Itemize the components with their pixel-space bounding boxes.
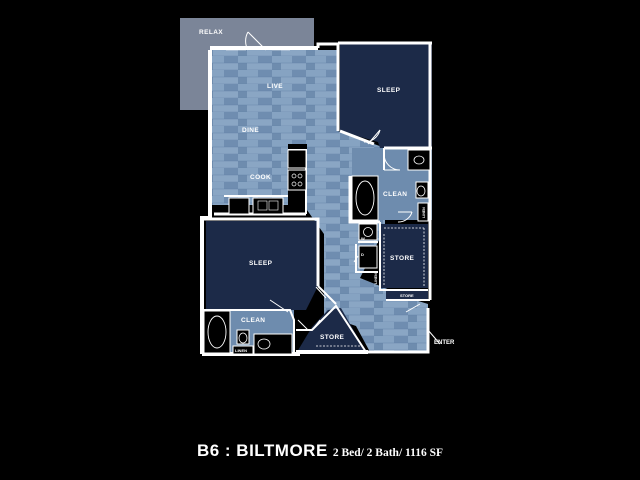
- live-label: LIVE: [267, 83, 283, 90]
- dine-label: DINE: [242, 127, 259, 134]
- clean-second-label: CLEAN: [241, 317, 265, 324]
- main-vanity: [407, 149, 431, 171]
- laundry-fixtures: [358, 223, 378, 269]
- floor-plan: RELAX LIVE DINE COOK SLEEP CLEAN SLEEP C…: [180, 18, 455, 356]
- store-bottom-label: STORE: [320, 334, 345, 341]
- main-bedroom: [340, 44, 432, 148]
- sleep-second-label: SLEEP: [249, 260, 273, 267]
- dishwasher: [228, 197, 250, 215]
- kitchen-fixtures: [228, 149, 307, 215]
- walk-in-closet: [379, 224, 428, 288]
- plan-caption: B6 : BILTMORE 2 Bed/ 2 Bath/ 1116 SF: [0, 441, 640, 461]
- cook-label: COOK: [250, 174, 271, 181]
- main-bath-fixtures: [351, 149, 431, 222]
- main-linen-closet: [417, 202, 429, 222]
- washer: [358, 223, 378, 241]
- clean-main-label: CLEAN: [383, 191, 407, 198]
- living-floor-lower: [212, 144, 288, 205]
- store-closet-label: STORE: [390, 255, 415, 262]
- closet-shelves: [316, 227, 425, 347]
- relax-label: RELAX: [199, 29, 223, 36]
- windows: [200, 41, 410, 290]
- second-linen-closet: [232, 345, 254, 355]
- fridge: [287, 149, 307, 169]
- plan-specs: 2 Bed/ 2 Bath/ 1116 SF: [332, 447, 444, 459]
- doors: [245, 31, 441, 345]
- washer-label: W: [361, 236, 365, 241]
- kitchen-sink: [252, 197, 284, 215]
- second-vanity: [253, 333, 293, 355]
- sleep-main-label: SLEEP: [377, 87, 401, 94]
- second-bedroom: [206, 221, 318, 310]
- enter-label: ENTER: [434, 340, 455, 346]
- plan-title: B6 : BILTMORE: [196, 441, 328, 460]
- main-toilet: [415, 181, 429, 199]
- dryer: [358, 245, 378, 269]
- living-floor: [212, 50, 428, 352]
- cooktop: [287, 169, 307, 191]
- hall-store: [386, 289, 428, 300]
- dryer-label: D: [361, 252, 364, 257]
- linen-hall-label: LINEN: [374, 273, 378, 284]
- linen-second-label: LINEN: [235, 348, 247, 353]
- store-hall-label: STORE: [400, 293, 414, 298]
- second-bath-fixtures: [203, 310, 293, 355]
- second-toilet: [236, 329, 250, 345]
- bottom-store: [297, 308, 366, 352]
- linen-main-label: LINEN: [422, 207, 426, 218]
